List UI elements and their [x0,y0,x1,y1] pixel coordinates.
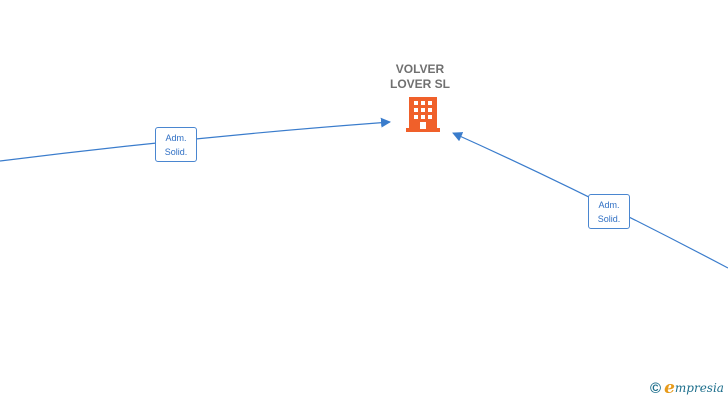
edge-right [452,132,728,269]
relation-label-line2: Solid. [597,214,621,224]
brand-initial: e [664,378,675,398]
edge-left [0,117,391,162]
company-name-line2: LOVER SL [389,77,450,91]
company-name-line1: VOLVER [395,62,445,76]
empresia-logo[interactable]: ©empresia [650,378,724,398]
relation-label-line1: Adm. [598,200,620,210]
relation-label-right[interactable]: Adm. Solid. [588,194,630,229]
relation-label-line2: Solid. [164,147,188,157]
brand-name: mpresia [674,381,724,395]
copyright-icon: © [650,379,662,397]
building-icon[interactable] [406,97,440,138]
relation-label-left[interactable]: Adm. Solid. [155,127,197,162]
relation-label-line1: Adm. [165,133,187,143]
company-name[interactable]: VOLVER LOVER SL [360,62,480,92]
